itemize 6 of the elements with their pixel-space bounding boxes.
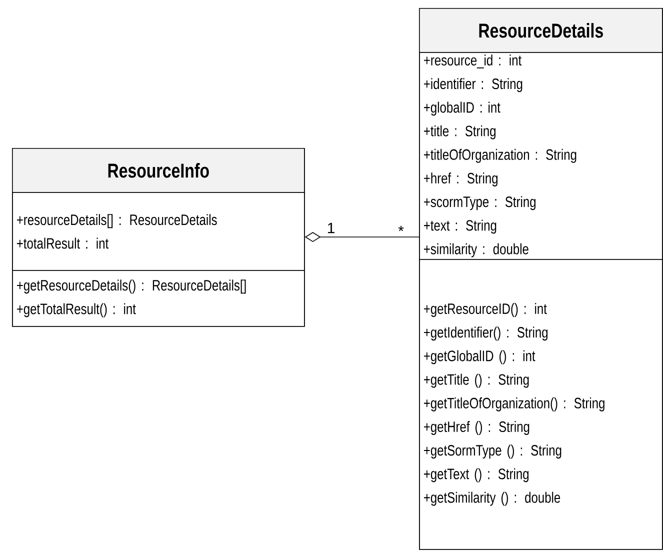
multiplicity-label: * [398,226,404,232]
compartment: +getResourceID() : int +getIdentifier() : String +getGlobalID () : int +getTitle () : String +getTitleOfOrganization() : String +getHref () : String +getSormType () : String +getText () : String +getSimilarity () : double [419,259,663,550]
compartment: +getResourceDetails() : ResourceDetails[] +getTotalResult() : int [12,270,305,327]
compartment: +resourceDetails[] : ResourceDetails +totalResult : int [12,192,305,271]
multiplicity-label: 1 [328,222,334,234]
compartment: +resource_id : int +identifier : String +globalID : int +title : String +titleOfOrganization : String +href : String +scormType : String +text : String +similarity : double [419,52,663,260]
